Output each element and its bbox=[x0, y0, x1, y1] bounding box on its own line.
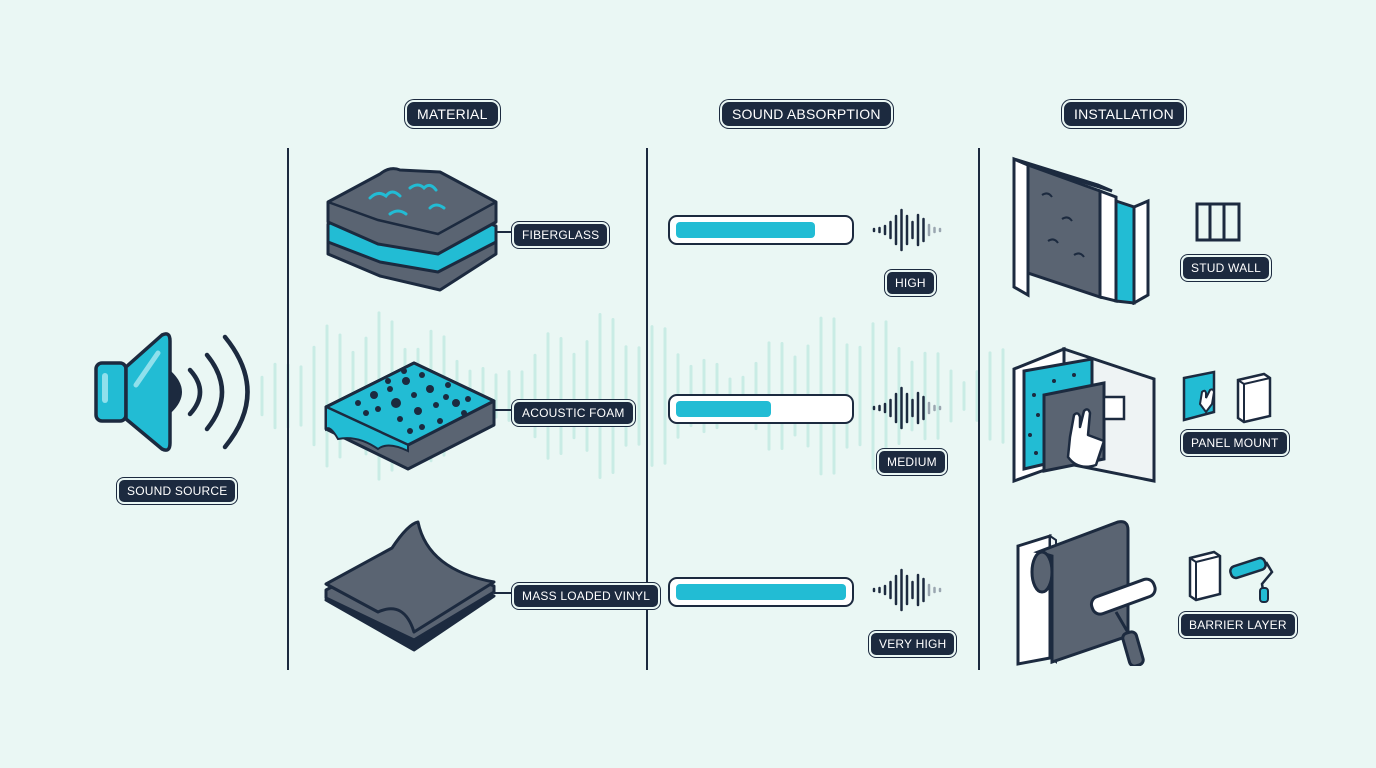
barrier-layer-icon bbox=[1016, 520, 1157, 666]
material-label-acoustic-foam: ACOUSTIC FOAM bbox=[512, 400, 635, 426]
panel-hand-icon bbox=[1182, 370, 1272, 424]
stud-wall-icon bbox=[1012, 156, 1150, 305]
absorption-fill-acoustic-foam bbox=[676, 401, 771, 417]
absorption-label-acoustic-foam: MEDIUM bbox=[877, 449, 947, 475]
sound-wave-icon bbox=[872, 208, 942, 252]
fiberglass-icon bbox=[326, 167, 498, 292]
absorption-bar-acoustic-foam bbox=[668, 394, 854, 424]
acoustic-foam-icon bbox=[324, 361, 496, 471]
absorption-label-fiberglass: HIGH bbox=[885, 270, 936, 296]
absorption-fill-mass-loaded-vinyl bbox=[676, 584, 846, 600]
installation-label-barrier-layer: BARRIER LAYER bbox=[1179, 612, 1297, 638]
absorption-label-mass-loaded-vinyl: VERY HIGH bbox=[869, 631, 957, 657]
panel-mount-icon bbox=[1012, 346, 1156, 484]
column-divider-1 bbox=[287, 148, 289, 670]
header-material: MATERIAL bbox=[405, 100, 500, 128]
material-label-fiberglass: FIBERGLASS bbox=[512, 222, 610, 248]
speaker-icon bbox=[94, 332, 250, 452]
absorption-bar-fiberglass bbox=[668, 215, 854, 245]
installation-label-panel-mount: PANEL MOUNT bbox=[1181, 430, 1289, 456]
sound-wave-icon bbox=[872, 568, 942, 612]
column-divider-3 bbox=[978, 148, 980, 670]
stud-frame-icon bbox=[1195, 202, 1241, 242]
absorption-fill-fiberglass bbox=[676, 222, 815, 238]
roller-panel-icon bbox=[1188, 550, 1274, 603]
column-divider-2 bbox=[646, 148, 648, 670]
absorption-bar-mass-loaded-vinyl bbox=[668, 577, 854, 607]
sound-wave-icon bbox=[872, 386, 942, 430]
header-sound-absorption: SOUND ABSORPTION bbox=[720, 100, 893, 128]
header-installation: INSTALLATION bbox=[1062, 100, 1186, 128]
sound-source-label: SOUND SOURCE bbox=[117, 478, 238, 504]
material-label-mass-loaded-vinyl: MASS LOADED VINYL bbox=[512, 583, 661, 609]
mass-loaded-vinyl-icon bbox=[324, 520, 496, 652]
installation-label-stud-wall: STUD WALL bbox=[1181, 255, 1272, 281]
